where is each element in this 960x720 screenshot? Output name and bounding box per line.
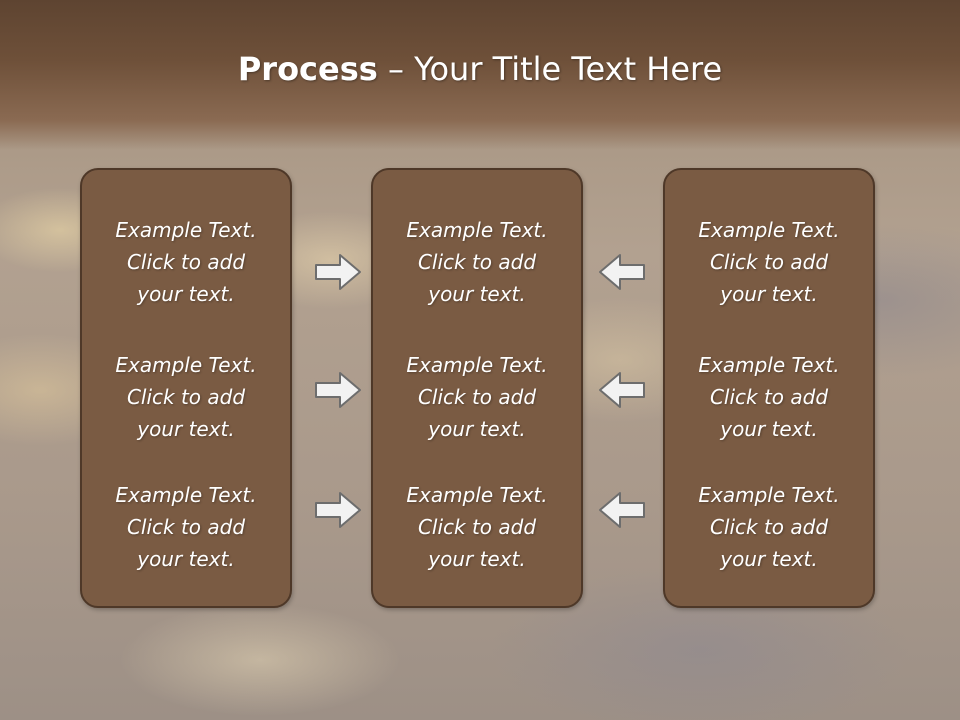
center-panel-text-3[interactable]: Example Text. Click to add your text.: [406, 483, 548, 571]
center-panel-text-2[interactable]: Example Text. Click to add your text.: [406, 353, 548, 441]
right-panel-text-3[interactable]: Example Text. Click to add your text.: [698, 483, 840, 571]
left-panel-text-1[interactable]: Example Text. Click to add your text.: [115, 218, 257, 306]
right-panel-text-2[interactable]: Example Text. Click to add your text.: [698, 353, 840, 441]
right-panel[interactable]: Example Text. Click to add your text. Ex…: [663, 168, 875, 608]
arrow-right-icon: [315, 372, 361, 408]
left-panel-text-3[interactable]: Example Text. Click to add your text.: [115, 483, 257, 571]
center-panel-text-1[interactable]: Example Text. Click to add your text.: [406, 218, 548, 306]
center-panel[interactable]: Example Text. Click to add your text. Ex…: [371, 168, 583, 608]
arrow-left-icon: [599, 492, 645, 528]
title-band: [0, 0, 960, 150]
left-panel[interactable]: Example Text. Click to add your text. Ex…: [80, 168, 292, 608]
arrow-left-icon: [599, 372, 645, 408]
slide-title[interactable]: Process – Your Title Text Here: [0, 50, 960, 88]
arrow-right-icon: [315, 492, 361, 528]
arrow-left-icon: [599, 254, 645, 290]
arrow-right-icon: [315, 254, 361, 290]
title-bold: Process: [237, 50, 378, 88]
right-panel-text-1[interactable]: Example Text. Click to add your text.: [698, 218, 840, 306]
left-panel-text-2[interactable]: Example Text. Click to add your text.: [115, 353, 257, 441]
title-rest: – Your Title Text Here: [377, 50, 723, 88]
